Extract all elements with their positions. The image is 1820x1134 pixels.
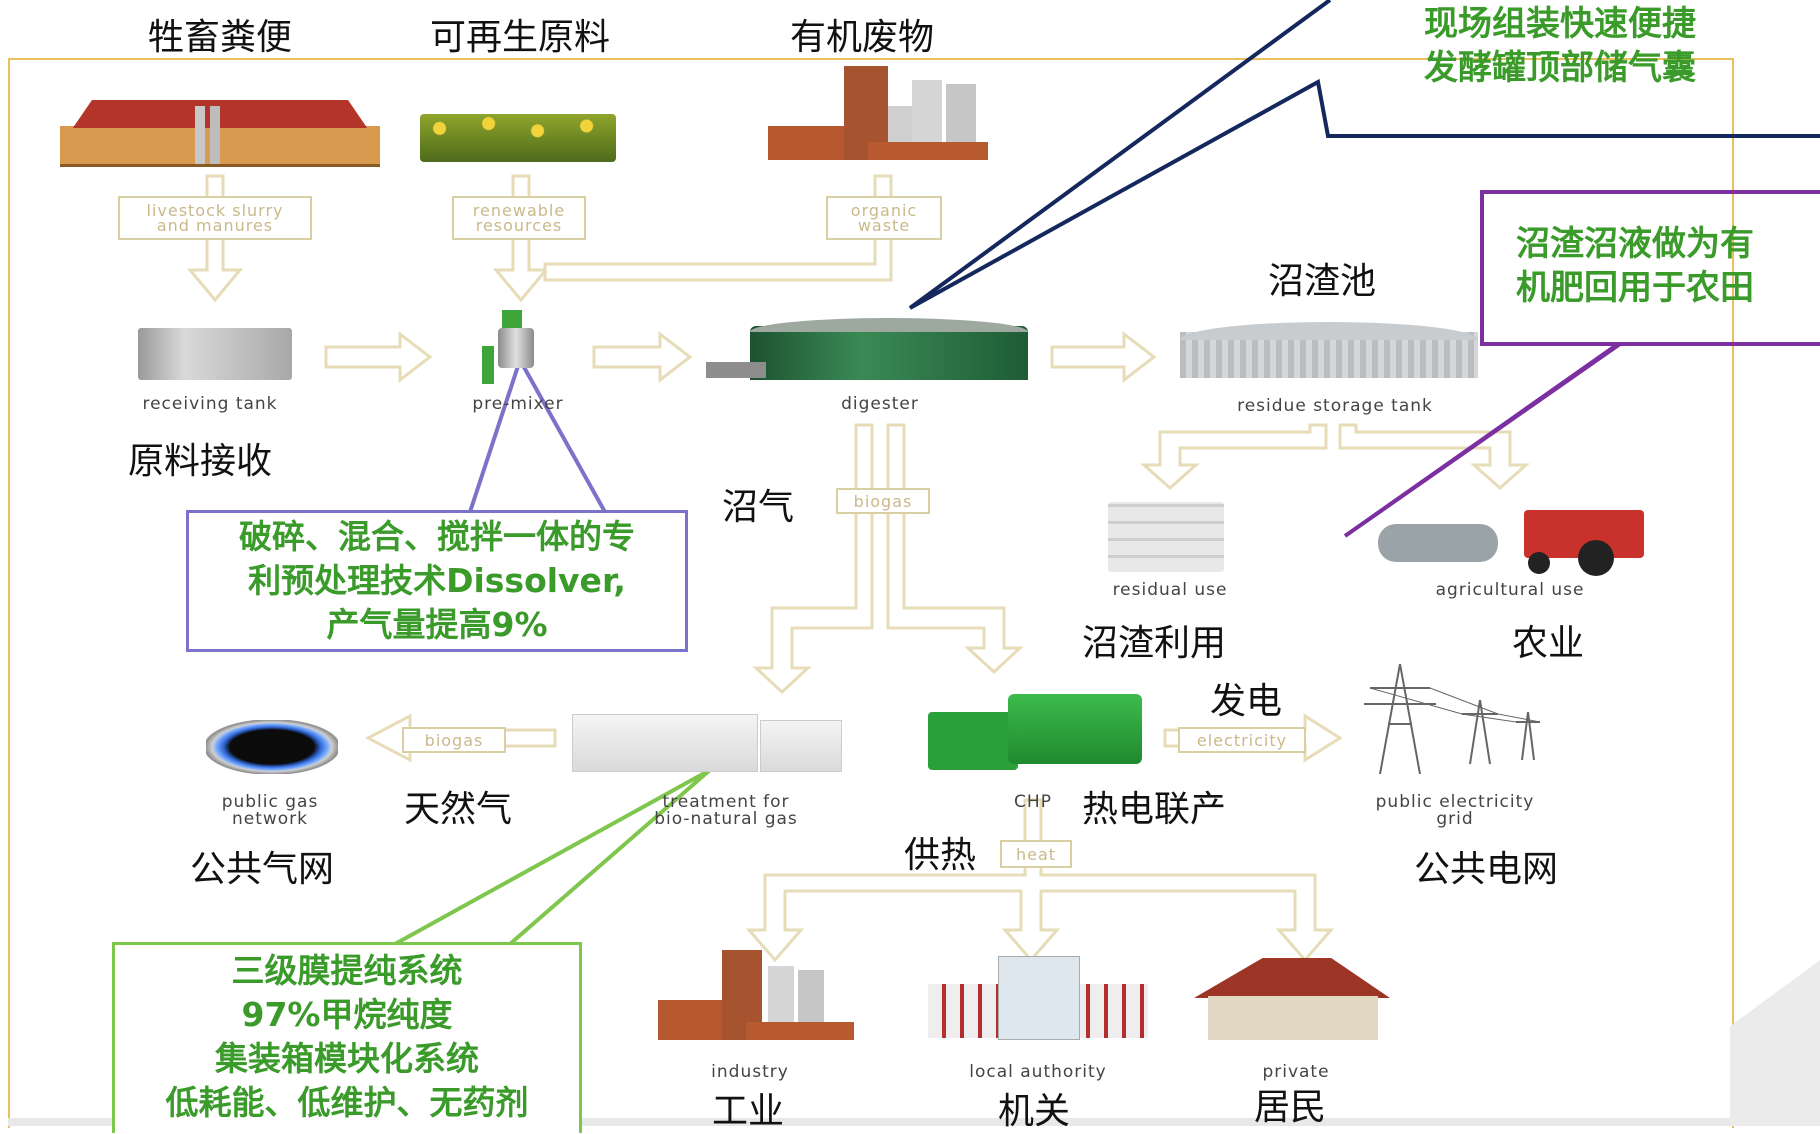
label-cogeneration-cn: 热电联产 bbox=[1082, 789, 1227, 830]
label-residue-pool-cn: 沼渣池 bbox=[1268, 261, 1377, 302]
fertilizer-callout-outline bbox=[1343, 190, 1820, 538]
tag-electricity: electricity bbox=[1178, 727, 1306, 753]
barn-icon bbox=[60, 100, 380, 167]
label-public-gas: public gas network bbox=[221, 792, 319, 829]
label-residue-use-cn: 沼渣利用 bbox=[1082, 623, 1227, 664]
label-treatment: treatment for bio-natural gas bbox=[654, 792, 798, 829]
chp-engine-icon bbox=[928, 688, 1142, 774]
industry-factory-icon bbox=[658, 950, 854, 1040]
tag-renewable: renewable resources bbox=[452, 196, 586, 240]
tag-biogas-horizontal: biogas bbox=[402, 727, 506, 753]
label-residual-use: residual use bbox=[1112, 580, 1228, 600]
label-residue-storage: residue storage tank bbox=[1237, 396, 1433, 416]
callout-fertilizer-line1: 沼渣沼液做为有 bbox=[1516, 224, 1754, 264]
label-industry: industry bbox=[711, 1062, 789, 1082]
factory-icon bbox=[768, 66, 990, 160]
digester-icon bbox=[706, 318, 1028, 380]
label-public-electricity: public electricity grid bbox=[1375, 792, 1535, 829]
callout-dissolver-line1: 破碎、混合、搅拌一体的专 bbox=[239, 517, 635, 556]
callout-membrane-line1: 三级膜提纯系统 bbox=[231, 951, 463, 990]
arrow-premixer-digester bbox=[592, 330, 693, 384]
tractor-tanker-icon bbox=[1328, 510, 1668, 576]
callout-dissolver: 破碎、混合、搅拌一体的专 利预处理技术Dissolver, 产气量提高9% bbox=[186, 510, 688, 652]
callout-membrane-line2: 97%甲烷纯度 bbox=[241, 995, 453, 1034]
callout-storage-line2: 发酵罐顶部储气囊 bbox=[1424, 48, 1696, 88]
pylon-lines bbox=[1364, 664, 1541, 775]
arrow-biogas-right bbox=[886, 423, 1024, 675]
label-receive-cn: 原料接收 bbox=[128, 441, 273, 482]
storage-pointer bbox=[908, 0, 1820, 310]
tag-livestock-text: livestock slurry and manures bbox=[146, 201, 284, 235]
callout-fertilizer-line2: 机肥回用于农田 bbox=[1516, 268, 1754, 308]
label-power-cn: 发电 bbox=[1210, 681, 1283, 722]
label-natural-gas-cn: 天然气 bbox=[404, 789, 513, 830]
label-agriculture-cn: 农业 bbox=[1512, 623, 1585, 664]
callout-dissolver-line3: 产气量提高9% bbox=[326, 605, 548, 644]
label-residents-cn: 居民 bbox=[1254, 1087, 1327, 1128]
container-units-icon bbox=[572, 710, 842, 772]
callout-dissolver-line2: 利预处理技术Dissolver, bbox=[248, 561, 626, 600]
arrow-digester-storage bbox=[1050, 330, 1157, 384]
arrow-heat-distribution bbox=[745, 798, 1335, 963]
label-heating-cn: 供热 bbox=[904, 835, 977, 876]
tag-renewable-text: renewable resources bbox=[472, 201, 566, 235]
callout-membrane-line4: 低耗能、低维护、无药剂 bbox=[165, 1083, 529, 1122]
label-industry-cn: 工业 bbox=[712, 1091, 785, 1132]
arrow-receiving-premixer bbox=[324, 330, 433, 384]
label-agricultural-use: agricultural use bbox=[1435, 580, 1585, 600]
label-authority-cn: 机关 bbox=[998, 1091, 1071, 1132]
label-local-authority: local authority bbox=[969, 1062, 1107, 1082]
tag-livestock: livestock slurry and manures bbox=[118, 196, 312, 240]
tag-organic: organic waste bbox=[826, 196, 942, 240]
gas-burner-icon bbox=[202, 710, 342, 780]
callout-fertilizer: 沼渣沼液做为有 机肥回用于农田 bbox=[1516, 222, 1754, 310]
diagram-frame bbox=[8, 58, 1734, 1128]
label-gas-grid-cn: 公共气网 bbox=[190, 849, 335, 890]
label-livestock-cn: 牲畜粪便 bbox=[148, 17, 293, 58]
label-power-grid-cn: 公共电网 bbox=[1414, 849, 1559, 890]
arrow-biogas-left bbox=[752, 423, 874, 695]
tag-heat: heat bbox=[1000, 840, 1072, 868]
hospital-building-icon bbox=[928, 956, 1148, 1040]
label-chp: CHP bbox=[1014, 792, 1052, 812]
arrow-residue-right bbox=[1338, 423, 1530, 491]
label-pre-mixer: pre-mixer bbox=[472, 394, 564, 414]
label-digester: digester bbox=[841, 394, 919, 414]
pallet-bags-icon bbox=[1108, 502, 1224, 572]
frame-bottom-shade bbox=[8, 1118, 1732, 1126]
power-pylon-icon bbox=[1350, 664, 1550, 776]
label-private: private bbox=[1262, 1062, 1330, 1082]
arrow-residue-left bbox=[1140, 423, 1328, 491]
callout-storage: 现场组装快速便捷 发酵罐顶部储气囊 bbox=[1424, 2, 1696, 90]
callout-membrane: 三级膜提纯系统 97%甲烷纯度 集装箱模块化系统 低耗能、低维护、无药剂 bbox=[112, 942, 582, 1133]
tag-organic-text: organic waste bbox=[850, 201, 918, 235]
callout-membrane-line3: 集装箱模块化系统 bbox=[215, 1039, 479, 1078]
label-biogas-cn: 沼气 bbox=[722, 487, 795, 528]
house-icon bbox=[1194, 958, 1390, 1040]
label-receiving-tank: receiving tank bbox=[142, 394, 278, 414]
sunflower-field-icon bbox=[420, 114, 616, 162]
label-organic-cn: 有机废物 bbox=[790, 17, 935, 58]
receiving-tank-icon bbox=[138, 328, 292, 380]
pre-mixer-icon bbox=[478, 310, 548, 386]
arrow-organic-merge bbox=[543, 174, 893, 282]
residue-storage-tank-icon bbox=[1180, 322, 1478, 378]
label-renewable-cn: 可再生原料 bbox=[430, 17, 611, 58]
tag-biogas-vertical: biogas bbox=[836, 488, 930, 514]
callout-storage-line1: 现场组装快速便捷 bbox=[1424, 4, 1696, 44]
